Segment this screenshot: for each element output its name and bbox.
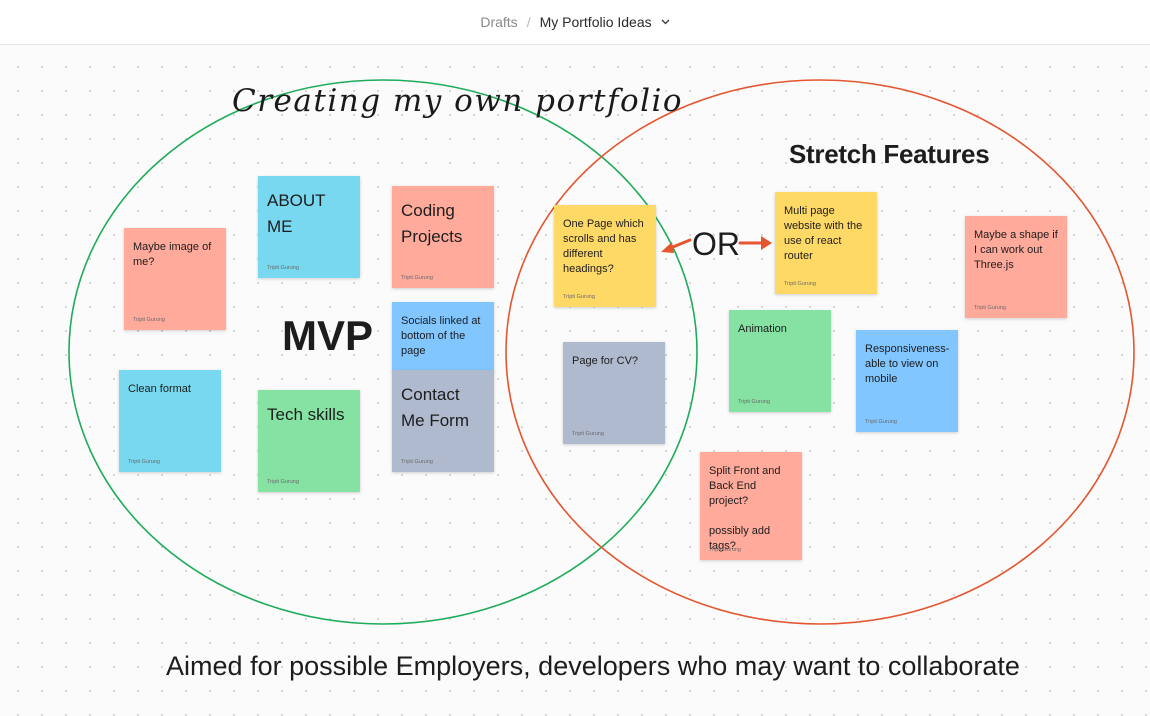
sticky-text: Maybe a shape if I can work out Three.js — [974, 229, 1058, 271]
sticky-note[interactable]: Page for CV? Tripti Gurung — [563, 342, 665, 444]
sticky-author: Tripti Gurung — [267, 479, 299, 485]
footer-note[interactable]: Aimed for possible Employers, developers… — [166, 651, 1020, 681]
sticky-text: Maybe image of me? — [133, 241, 212, 268]
sticky-text: Page for CV? — [572, 355, 639, 367]
sticky-text: Responsiveness- able to view on mobile — [865, 343, 950, 385]
sticky-note[interactable]: Socials linked at bottom of the page — [392, 302, 494, 372]
sticky-note[interactable]: Responsiveness- able to view on mobile T… — [856, 330, 958, 432]
sticky-author: Tripti Gurung — [865, 419, 897, 425]
sticky-text: Multi page website with the use of react… — [784, 205, 863, 262]
sticky-note[interactable]: Animation Tripti Gurung — [729, 310, 831, 412]
arrow-right-icon[interactable] — [738, 236, 772, 250]
sticky-note[interactable]: Clean format Tripti Gurung — [119, 370, 221, 472]
stretch-features-heading[interactable]: Stretch Features — [789, 139, 990, 169]
sticky-author: Tripti Gurung — [738, 399, 770, 405]
sticky-author: Tripti Gurung — [267, 265, 299, 271]
sticky-text: Animation — [738, 323, 787, 335]
mvp-label[interactable]: MVP — [282, 312, 374, 359]
sticky-text: Clean format — [128, 383, 191, 395]
sticky-note[interactable]: One Page which scrolls and has different… — [554, 205, 656, 307]
arrow-left-icon[interactable] — [661, 238, 692, 253]
breadcrumb-separator: / — [526, 14, 531, 30]
sticky-author: Tripti Gurung — [401, 275, 433, 281]
sticky-text: One Page which scrolls and has different… — [563, 218, 644, 275]
file-name[interactable]: My Portfolio Ideas — [539, 14, 652, 30]
sticky-author: Tripti Gurung — [709, 547, 741, 553]
stretch-circle[interactable] — [505, 79, 1135, 625]
sticky-text: Contact Me Form — [401, 385, 469, 430]
or-label[interactable]: OR — [692, 226, 740, 262]
sticky-text: Tech skills — [267, 405, 345, 424]
sticky-author: Tripti Gurung — [133, 317, 165, 323]
sticky-text: Socials linked at bottom of the page — [401, 315, 481, 357]
sticky-author: Tripti Gurung — [974, 305, 1006, 311]
breadcrumb-drafts-link[interactable]: Drafts — [480, 14, 518, 30]
sticky-note[interactable]: Maybe image of me? Tripti Gurung — [124, 228, 226, 330]
sticky-note[interactable]: ABOUT ME Tripti Gurung — [258, 176, 360, 278]
board-title[interactable]: Creating my own portfolio — [232, 83, 684, 119]
sticky-note[interactable]: Tech skills Tripti Gurung — [258, 390, 360, 492]
sticky-text: ABOUT ME — [267, 191, 326, 236]
chevron-down-icon[interactable] — [661, 19, 670, 25]
sticky-text: Coding Projects — [401, 201, 463, 246]
sticky-text: Split Front and Back End project? possib… — [709, 465, 781, 552]
sticky-author: Tripti Gurung — [401, 459, 433, 465]
sticky-note[interactable]: Split Front and Back End project? possib… — [700, 452, 802, 560]
sticky-note[interactable]: Contact Me Form Tripti Gurung — [392, 370, 494, 472]
sticky-author: Tripti Gurung — [572, 431, 604, 437]
sticky-author: Tripti Gurung — [563, 294, 595, 300]
sticky-note[interactable]: Multi page website with the use of react… — [775, 192, 877, 294]
sticky-note[interactable]: Maybe a shape if I can work out Three.js… — [965, 216, 1067, 318]
sticky-author: Tripti Gurung — [128, 459, 160, 465]
sticky-author: Tripti Gurung — [784, 281, 816, 287]
sticky-note[interactable]: Coding Projects Tripti Gurung — [392, 186, 494, 288]
mvp-circle[interactable] — [68, 79, 698, 625]
breadcrumb: Drafts / My Portfolio Ideas — [0, 0, 1150, 45]
